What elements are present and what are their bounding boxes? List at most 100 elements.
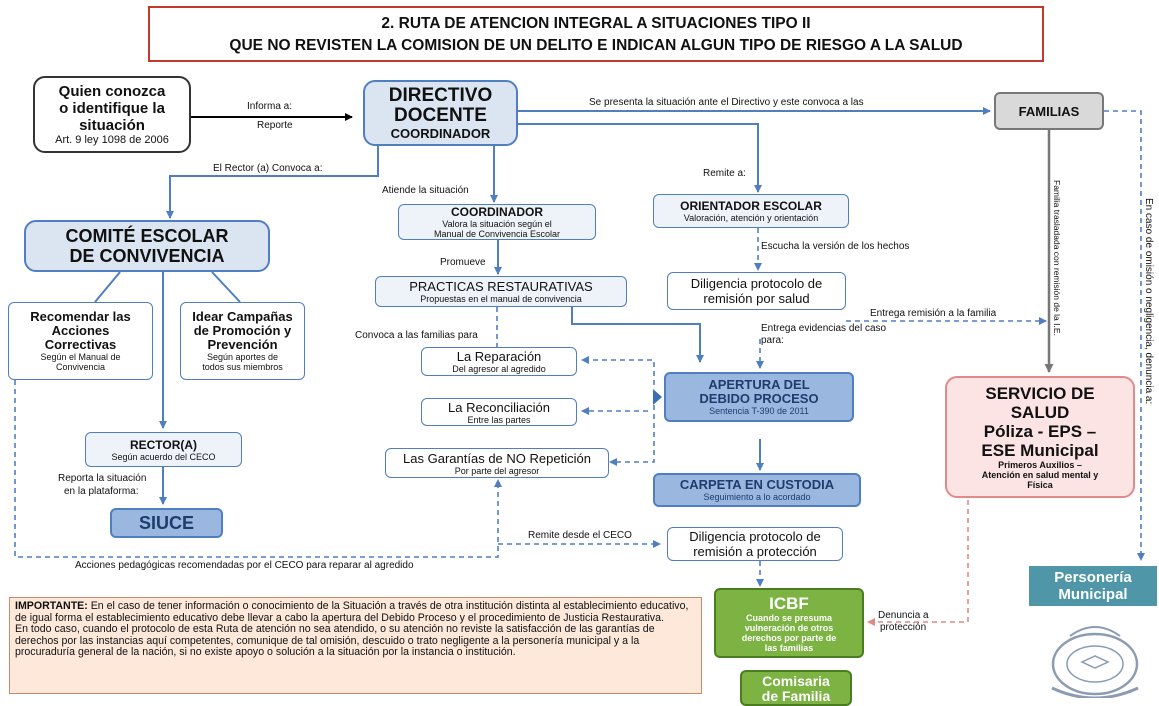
icbf-sub-4: las familias	[764, 642, 814, 653]
label-reporta: Reporta la situación	[58, 473, 147, 484]
arrow-reparacion	[581, 356, 655, 385]
box-coordinador: COORDINADOR Valora la situación según el…	[398, 204, 596, 240]
box-practicas-restaurativas: PRACTICAS RESTAURATIVAS Propuestas en el…	[375, 276, 627, 307]
arrow-orientador	[510, 123, 762, 193]
box-recomendar: Recomendar las Acciones Correctivas Segú…	[8, 302, 153, 380]
box-quien-conozca: Quien conozca o identifique la situación…	[33, 76, 191, 153]
comisaria-line-2: de Familia	[761, 688, 831, 704]
diligencia-proteccion-line-1: Diligencia protocolo de	[689, 529, 821, 544]
recomendar-line-1: Recomendar las	[30, 309, 131, 324]
link-idear	[211, 271, 241, 303]
label-atiende: Atiende la situación	[382, 185, 469, 196]
label-entrega-para: para:	[761, 335, 784, 346]
label-familia-trasladada: Familia trasladada con remisión de la I.…	[1052, 180, 1062, 336]
personeria-line-1: Personería	[1054, 569, 1132, 586]
arrow-garantias	[609, 396, 655, 466]
reparacion-sub: Del agresor al agredido	[452, 364, 546, 374]
page-title: 2. RUTA DE ATENCION INTEGRAL A SITUACION…	[148, 6, 1044, 62]
label-promueve: Promueve	[440, 257, 486, 268]
icbf-sub-2: vulneración de otros	[744, 622, 834, 633]
servicio-line-1: SERVICIO DE	[985, 384, 1095, 403]
label-proteccion: protección	[880, 622, 927, 633]
directivo-sub: COORDINADOR	[390, 125, 491, 141]
comite-line-1: COMITÉ ESCOLAR	[65, 226, 229, 246]
box-familias: FAMILIAS	[994, 92, 1104, 130]
comite-line-2: DE CONVIVENCIA	[69, 246, 225, 266]
siuce-label: SIUCE	[138, 512, 194, 533]
apertura-line-1: APERTURA DEL	[708, 376, 810, 392]
arrow-comite	[166, 146, 379, 219]
servicio-line-4: ESE Municipal	[981, 441, 1099, 460]
label-rector-convoca: El Rector (a) Convoca a:	[213, 163, 323, 174]
box-apertura: APERTURA DEL DEBIDO PROCESO Sentencia T-…	[664, 372, 854, 422]
quien-line-2: o identifique la	[59, 99, 165, 117]
box-carpeta-custodia: CARPETA EN CUSTODIA Seguimiento a lo aco…	[653, 473, 861, 507]
label-entrega-evidencias: Entrega evidencias del caso	[761, 323, 887, 334]
box-orientador-escolar: ORIENTADOR ESCOLAR Valoración, atención …	[653, 194, 849, 228]
diligencia-salud-line-1: Diligencia protocolo de	[690, 276, 823, 291]
idear-sub-2: todos sus miembros	[202, 362, 283, 372]
label-remite: Remite a:	[703, 168, 746, 179]
servicio-sub-1: Primeros Auxilios –	[998, 460, 1082, 470]
link-recomendar	[94, 271, 121, 303]
servicio-line-3: Póliza - EPS –	[983, 422, 1097, 441]
idear-line-3: Prevención	[207, 337, 278, 352]
idear-line-2: de Promoción y	[193, 323, 292, 338]
box-diligencia-proteccion: Diligencia protocolo de remisión a prote…	[667, 527, 843, 561]
box-diligencia-salud: Diligencia protocolo de remisión por sal…	[667, 272, 846, 310]
line-acciones	[14, 380, 502, 558]
apertura-sub: Sentencia T-390 de 2011	[709, 405, 809, 416]
icbf-sub-1: Cuando se presuma	[745, 612, 833, 623]
rector-sub: Según acuerdo del CECO	[111, 451, 216, 462]
label-omision: En caso de omisión o negligencia, denunc…	[1143, 198, 1154, 405]
orientador-title: ORIENTADOR ESCOLAR	[680, 198, 822, 213]
coordinador-sub-1: Valora la situación según el	[442, 218, 552, 229]
box-reparacion: La Reparación Del agresor al agredido	[421, 347, 577, 376]
recomendar-sub-2: Convivencia	[55, 362, 106, 372]
quien-line-3: situación	[79, 116, 145, 134]
arrow-apertura-from-practicas	[571, 307, 704, 363]
reparacion-title: La Reparación	[456, 349, 542, 364]
garantias-sub: Por parte del agresor	[454, 465, 540, 476]
garantias-title: Las Garantías de NO Repetición	[403, 450, 591, 466]
icbf-title: ICBF	[769, 593, 809, 613]
servicio-line-2: SALUD	[1010, 403, 1070, 422]
box-directivo-docente: DIRECTIVO DOCENTE COORDINADOR	[363, 80, 518, 146]
orientador-sub: Valoración, atención y orientación	[683, 212, 819, 223]
apertura-pointer	[653, 389, 662, 405]
carpeta-title: CARPETA EN CUSTODIA	[679, 477, 835, 492]
box-reconciliacion: La Reconciliación Entre las partes	[421, 398, 577, 426]
coordinador-title: COORDINADOR	[451, 204, 543, 219]
label-informa: Informa a:	[247, 101, 293, 112]
reconciliacion-title: La Reconciliación	[448, 399, 550, 415]
comisaria-line-1: Comisaria	[762, 673, 830, 689]
directivo-line-1: DIRECTIVO	[388, 84, 493, 106]
box-personeria: Personería Municipal	[1029, 566, 1157, 606]
important-note: IMPORTANTE: En el caso de tener informac…	[9, 597, 702, 694]
diligencia-proteccion-line-2: remisión a protección	[693, 544, 817, 559]
label-plataforma: en la plataforma:	[64, 486, 139, 497]
box-comite-escolar: COMITÉ ESCOLAR DE CONVIVENCIA	[24, 220, 270, 272]
note-paragraph-1: En el caso de tener información o conoci…	[15, 600, 689, 624]
idear-line-1: Idear Campañas	[192, 309, 293, 324]
label-reporte: Reporte	[257, 120, 293, 131]
box-idear-campanas: Idear Campañas de Promoción y Prevención…	[180, 302, 305, 380]
rector-title: RECTOR(A)	[129, 437, 198, 452]
directivo-line-2: DOCENTE	[394, 104, 487, 126]
school-seal-logo	[1040, 612, 1150, 700]
label-convoca-familias: Convoca a las familias para	[355, 330, 478, 341]
label-entrega-remision: Entrega remisión a la familia	[870, 308, 997, 319]
servicio-sub-3: Física	[1027, 480, 1053, 490]
apertura-line-2: DEBIDO PROCESO	[699, 390, 819, 406]
quien-sub: Art. 9 ley 1098 de 2006	[55, 133, 169, 146]
recomendar-line-2: Acciones	[51, 323, 110, 338]
coordinador-sub-2: Manual de Convivencia Escolar	[433, 228, 561, 239]
reconciliacion-sub: Entre las partes	[467, 414, 531, 425]
box-rector: RECTOR(A) Según acuerdo del CECO	[85, 432, 242, 467]
servicio-sub-2: Atención en salud mental y	[981, 470, 1099, 480]
icbf-sub-3: derechos por parte de	[741, 632, 837, 643]
label-remite-ceco: Remite desde el CECO	[528, 530, 632, 541]
practicas-title: PRACTICAS RESTAURATIVAS	[409, 278, 593, 294]
recomendar-line-3: Correctivas	[44, 337, 117, 352]
